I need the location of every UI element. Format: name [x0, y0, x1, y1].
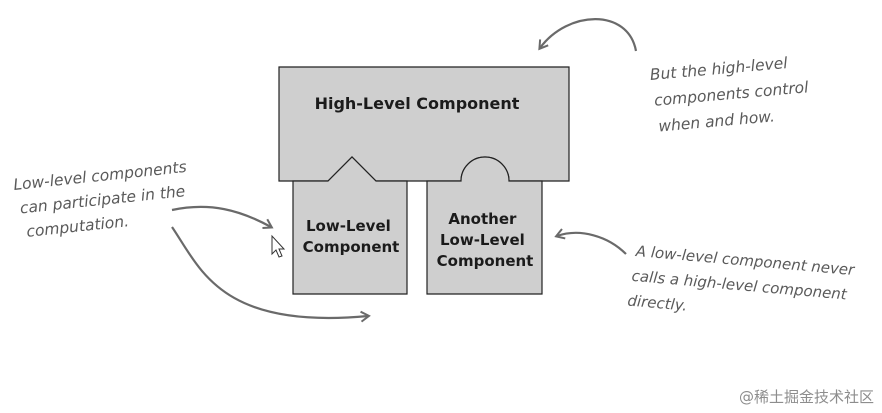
arrow-left-lower [171, 226, 371, 323]
arrow-bottom-right [554, 228, 627, 255]
high-level-component-label: High-Level Component [315, 94, 520, 113]
low-level-component-label: Low-Level Component [303, 217, 400, 256]
low-level-component-box [292, 156, 408, 295]
watermark: @稀土掘金技术社区 [738, 388, 874, 406]
note-left: Low-level components can participate in … [13, 157, 198, 241]
another-low-level-component-box [426, 156, 543, 295]
arrow-left-upper [171, 205, 274, 230]
mouse-cursor-icon [271, 234, 286, 258]
high-level-component-box [278, 66, 570, 182]
note-bottom-right: A low-level component never calls a high… [627, 242, 860, 330]
note-top-right: But the high-level components control wh… [649, 52, 816, 136]
another-low-level-component-label: Another Low-Level Component [437, 210, 534, 270]
arrow-top-right [538, 18, 638, 52]
